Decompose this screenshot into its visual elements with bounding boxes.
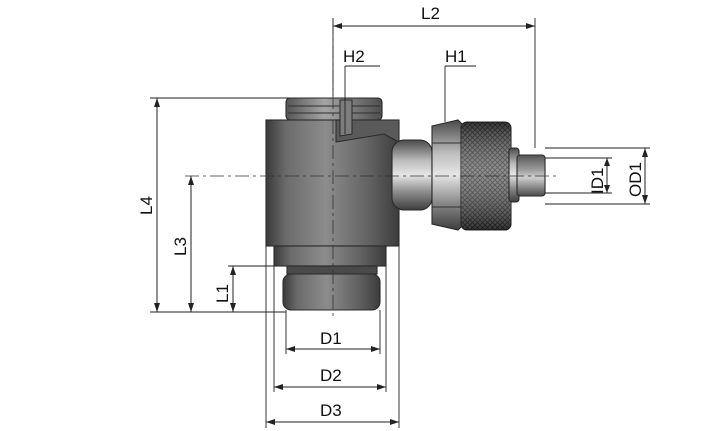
branch-neck [391, 139, 433, 211]
fitting-body [265, 97, 400, 311]
dim-ID1: ID1 [545, 157, 612, 194]
dim-L2: L2 [332, 4, 536, 148]
dim-H1: H1 [444, 47, 476, 122]
adjust-screw-tip [339, 99, 353, 137]
top-ring [285, 97, 383, 121]
dim-D3: D3 [265, 246, 400, 428]
hex-nut [431, 119, 463, 231]
label-D3: D3 [320, 401, 342, 420]
dim-H2: H2 [343, 47, 380, 134]
main-block [265, 119, 400, 247]
dim-L1: L1 [213, 265, 275, 312]
label-OD1: OD1 [626, 162, 645, 197]
side-branch [391, 119, 546, 231]
dim-L3: L3 [171, 176, 194, 312]
bottom-collar [273, 245, 387, 267]
dim-L4: L4 [137, 97, 290, 313]
label-D2: D2 [320, 366, 342, 385]
tube [516, 154, 546, 197]
bottom-thread [286, 265, 378, 275]
dim-OD1: OD1 [545, 147, 650, 205]
label-L4: L4 [137, 196, 156, 215]
label-L2: L2 [421, 4, 440, 23]
dim-D1: D1 [285, 310, 381, 354]
label-L1: L1 [213, 284, 232, 303]
label-H1: H1 [445, 47, 467, 66]
bottom-thread-stud [282, 273, 381, 311]
label-H2: H2 [343, 47, 365, 66]
label-L3: L3 [171, 237, 190, 256]
label-ID1: ID1 [588, 168, 607, 194]
label-D1: D1 [320, 329, 342, 348]
dim-D2: D2 [273, 266, 387, 392]
